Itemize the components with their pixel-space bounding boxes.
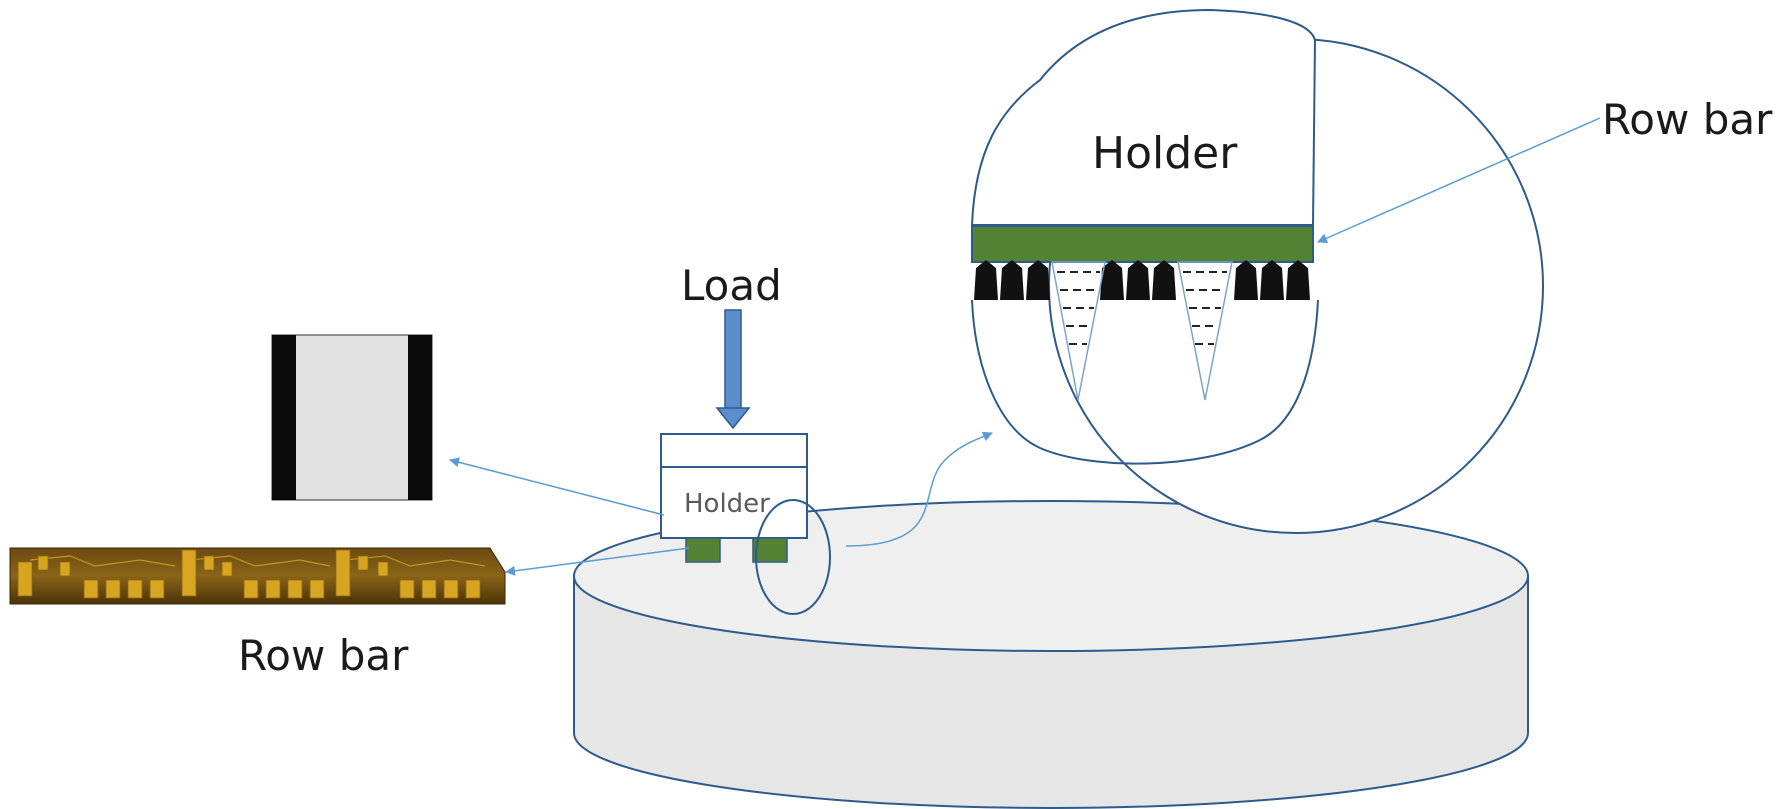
row-bar-side-edge-right xyxy=(408,335,432,500)
chip-pad xyxy=(59,561,71,577)
trace xyxy=(344,555,486,567)
zoom-holder-label: Holder xyxy=(1092,128,1238,179)
load-arrow-shaft xyxy=(724,309,742,411)
zoom-lower-curve xyxy=(971,299,1319,465)
chip-pad xyxy=(17,561,33,597)
lapping-plate-top xyxy=(573,500,1529,652)
row-bar-block-left xyxy=(685,537,721,563)
chip-pad xyxy=(421,579,437,599)
pad-9 xyxy=(1286,260,1310,300)
chip-pad xyxy=(399,579,415,599)
load-label: Load xyxy=(681,261,782,310)
row-bar-label-left: Row bar xyxy=(238,631,409,680)
holder-assembly: Holder xyxy=(660,433,808,563)
holder-body xyxy=(660,433,808,539)
chip-pad xyxy=(37,555,49,571)
zoom-pointer-arrow xyxy=(845,431,993,547)
chip-pad xyxy=(265,579,281,599)
row-bar-block-right xyxy=(752,537,788,563)
pad-2 xyxy=(1000,260,1024,300)
row-bar-photo xyxy=(9,547,506,605)
wear-triangle-right xyxy=(1177,261,1233,401)
row-bar-photo-pointer-arrow xyxy=(505,547,690,576)
wear-triangle-left xyxy=(1051,261,1106,401)
pad-6 xyxy=(1152,260,1176,300)
row-bar-side-edge-left xyxy=(272,335,296,500)
trace xyxy=(29,555,176,567)
chip-pad xyxy=(287,579,303,599)
chip-pad xyxy=(377,561,389,577)
pad-4 xyxy=(1100,260,1124,300)
chip-pad xyxy=(465,579,481,599)
pad-5 xyxy=(1126,260,1150,300)
pad-1 xyxy=(974,260,998,300)
zoom-row-bar xyxy=(971,225,1314,263)
lapping-plate xyxy=(573,500,1529,809)
row-bar-side-view xyxy=(271,334,433,501)
load-arrow xyxy=(715,309,751,430)
chip-pad xyxy=(243,579,259,599)
chip-pad xyxy=(443,579,459,599)
row-bar-label-right: Row bar xyxy=(1602,95,1773,144)
chip-pad xyxy=(221,561,233,577)
zoom-holder-shape xyxy=(970,8,1317,226)
wear-dashes-left xyxy=(1057,271,1100,345)
row-bar-photo-traces xyxy=(29,555,486,567)
zoom-view: Holder xyxy=(970,8,1544,534)
pad-3 xyxy=(1026,260,1050,300)
chip-pad xyxy=(357,555,369,571)
row-bar-photo-pads xyxy=(17,549,481,599)
row-bar-pointer-arrow-right xyxy=(1317,117,1601,243)
row-bar-side-body xyxy=(271,334,433,501)
chip-pad xyxy=(309,579,325,599)
zoom-pads xyxy=(974,260,1310,300)
chip-pad xyxy=(149,579,165,599)
contact-highlight-ellipse xyxy=(755,499,831,615)
trace xyxy=(189,555,331,567)
zoom-wear-regions xyxy=(1051,261,1233,401)
chip-pad xyxy=(127,579,143,599)
load-arrow-head xyxy=(715,407,751,430)
pad-7 xyxy=(1234,260,1258,300)
side-view-pointer-arrow xyxy=(449,457,665,516)
chip-pad xyxy=(105,579,121,599)
chip-pad xyxy=(335,549,351,597)
pad-8 xyxy=(1260,260,1284,300)
chip-pad xyxy=(181,549,197,597)
chip-pad xyxy=(203,555,215,571)
chip-pad xyxy=(83,579,99,599)
holder-label: Holder xyxy=(684,489,770,519)
wear-dashes-right xyxy=(1183,271,1227,345)
